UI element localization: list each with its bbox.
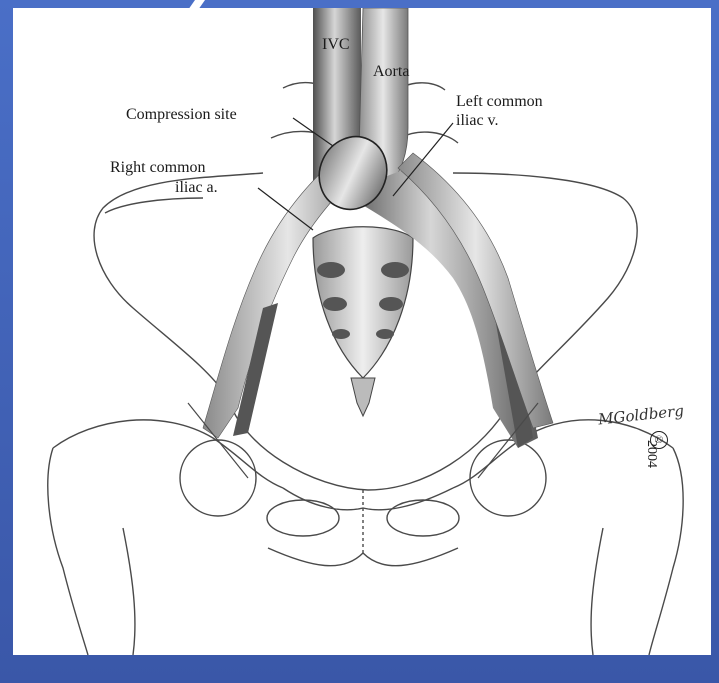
slide-corner-accent <box>0 0 210 10</box>
pelvis-drawing <box>13 8 711 655</box>
anatomy-illustration: IVC Aorta Compression site Left common i… <box>13 8 711 655</box>
label-left-common-iliac-v-line2: iliac v. <box>456 112 499 130</box>
label-left-common-iliac-v-line1: Left common <box>456 93 543 111</box>
label-right-common-iliac-a-line2: iliac a. <box>175 179 218 197</box>
copyright-year: 2004 <box>643 440 659 468</box>
sacrum <box>313 227 413 416</box>
label-aorta: Aorta <box>373 63 409 81</box>
label-right-common-iliac-a-line1: Right common <box>110 159 206 177</box>
label-compression-site: Compression site <box>126 106 237 124</box>
label-ivc: IVC <box>322 36 350 54</box>
